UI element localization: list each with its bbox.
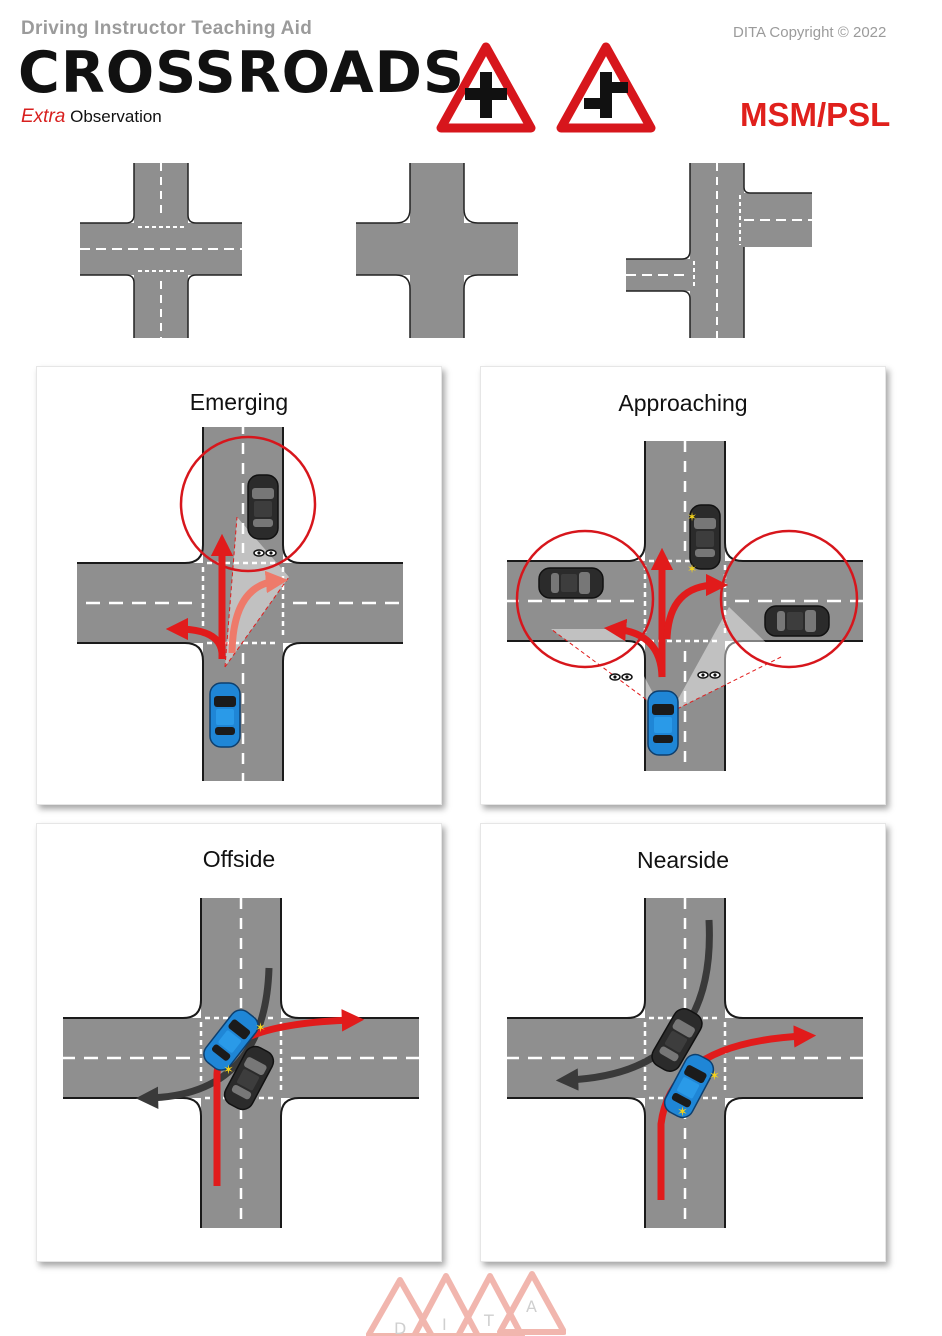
svg-text:✶: ✶ xyxy=(677,1105,688,1120)
approaching-diagram: ✶ ✶ xyxy=(507,441,863,771)
subtitle: Driving Instructor Teaching Aid xyxy=(21,18,313,39)
svg-text:✶: ✶ xyxy=(687,510,697,524)
page-title: CROSSROADS xyxy=(18,40,466,106)
copyright: DITA Copyright © 2022 xyxy=(733,24,887,41)
panel-approaching: Approaching ✶ ✶ xyxy=(480,366,886,805)
panel-offside: Offside ✶ ✶ xyxy=(36,823,442,1262)
junction-staggered-diagram xyxy=(626,163,812,338)
offside-diagram: ✶ ✶ xyxy=(63,898,419,1228)
svg-text:✶: ✶ xyxy=(223,1063,234,1078)
panel-emerging: Emerging xyxy=(36,366,442,805)
staggered-crossroads-sign-icon xyxy=(556,42,656,133)
emerging-diagram xyxy=(77,427,403,781)
panel-title-emerging: Emerging xyxy=(189,389,289,415)
observation-word: Observation xyxy=(70,107,162,126)
svg-text:✶: ✶ xyxy=(687,562,697,576)
panel-title-offside: Offside xyxy=(202,846,276,872)
watermark-letter-t: T xyxy=(483,1311,494,1330)
extra-observation-label: Extra Observation xyxy=(21,106,162,128)
watermark-letter-i: I xyxy=(442,1315,447,1334)
msm-psl-label: MSM/PSL xyxy=(740,96,891,133)
nearside-diagram: ✶ ✶ xyxy=(507,898,863,1228)
junction-unmarked-diagram xyxy=(356,163,518,338)
junction-marked-diagram xyxy=(80,163,242,338)
svg-text:✶: ✶ xyxy=(709,1069,720,1084)
crossroads-sign-icon xyxy=(436,42,536,133)
panel-title-approaching: Approaching xyxy=(618,390,748,416)
svg-text:✶: ✶ xyxy=(255,1021,266,1036)
panel-nearside: Nearside ✶ ✶ xyxy=(480,823,886,1262)
extra-word: Extra xyxy=(21,106,66,127)
watermark-letter-a: A xyxy=(526,1297,537,1316)
watermark-letter-d: D xyxy=(394,1319,406,1336)
dita-watermark-logo: D I T A xyxy=(366,1271,566,1336)
panel-title-nearside: Nearside xyxy=(636,847,730,873)
